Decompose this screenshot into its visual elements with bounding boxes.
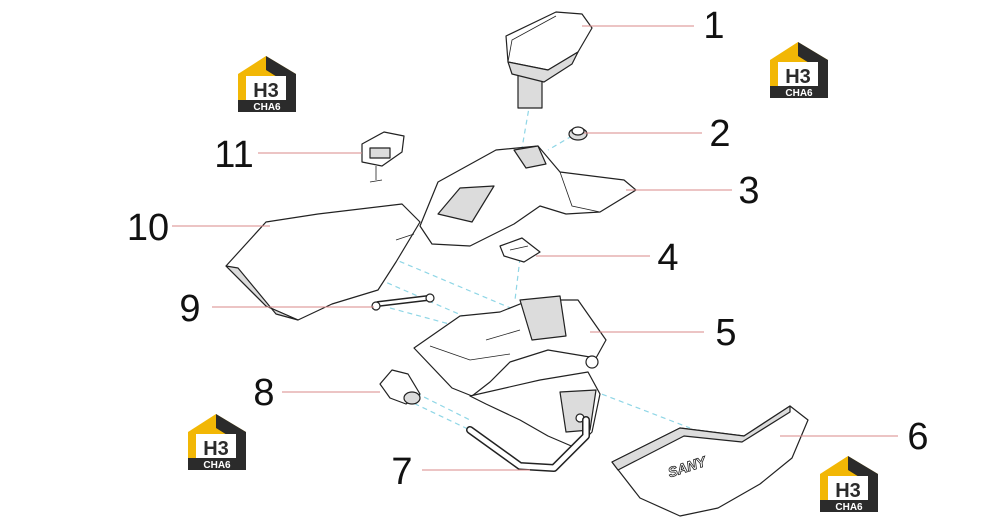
leader-lines xyxy=(172,25,898,471)
callout-numbers: 1 2 3 4 5 6 7 8 9 10 11 xyxy=(127,5,929,493)
watermark-logo-bottom-left: H3 CHA6 xyxy=(188,414,246,471)
watermark-mark: H3 xyxy=(203,438,229,460)
watermark-mark: H3 xyxy=(835,480,861,502)
part-small-bracket xyxy=(499,237,541,263)
part-frame-assembly xyxy=(413,295,607,449)
callout-5: 5 xyxy=(715,312,736,354)
callout-1: 1 xyxy=(703,5,724,47)
part-gas-spring xyxy=(371,293,435,311)
watermark-caption: CHA6 xyxy=(785,88,813,99)
watermark-caption: CHA6 xyxy=(835,502,863,513)
part-latch xyxy=(361,131,405,183)
callout-8: 8 xyxy=(253,372,274,414)
watermark-logo-top-right: H3 CHA6 xyxy=(770,42,828,99)
watermark-caption: CHA6 xyxy=(253,102,281,113)
part-upper-cover xyxy=(419,145,637,247)
part-nut xyxy=(568,126,588,141)
part-left-side-cover xyxy=(225,203,421,321)
callout-11: 11 xyxy=(214,134,253,176)
part-stopper xyxy=(379,369,421,405)
callout-10: 10 xyxy=(127,207,169,249)
part-right-side-cover: SANY xyxy=(611,405,809,517)
watermark-mark: H3 xyxy=(785,66,811,88)
watermark-logo-top-left: H3 CHA6 xyxy=(238,56,296,113)
part-armrest-pad xyxy=(505,11,593,109)
callout-7: 7 xyxy=(391,451,412,493)
watermark-logo-bottom-right: H3 CHA6 xyxy=(820,456,878,513)
watermark-caption: CHA6 xyxy=(203,460,231,471)
callout-6: 6 xyxy=(907,416,928,458)
callout-2: 2 xyxy=(709,113,730,155)
part-handle-bar xyxy=(466,416,590,472)
callout-3: 3 xyxy=(738,170,759,212)
callout-4: 4 xyxy=(657,237,678,279)
watermark-mark: H3 xyxy=(253,80,279,102)
callout-9: 9 xyxy=(179,288,200,330)
